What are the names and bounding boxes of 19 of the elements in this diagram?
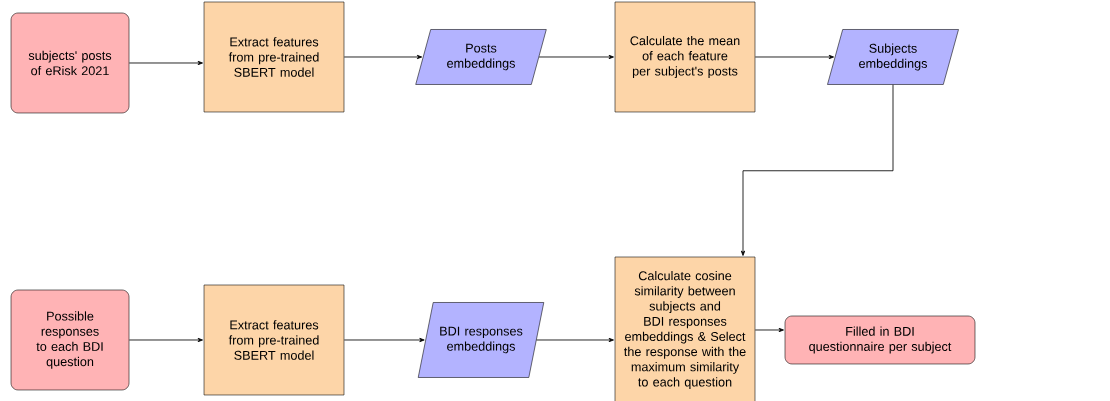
arrow: [536, 337, 614, 343]
arrow: [754, 54, 834, 60]
arrow: [128, 60, 203, 66]
arrow: [343, 337, 425, 343]
data-parallelogram: Subjects embeddings: [827, 29, 959, 85]
arrow: [754, 327, 784, 333]
process-box: Calculate the mean of each feature per subject's posts: [614, 1, 756, 113]
process-box: Extract features from pre-trained SBERT model: [203, 1, 345, 113]
data-parallelogram: BDI responses embeddings: [417, 302, 545, 378]
process-box: Calculate cosine similarity between subjects and BDI responses embeddings & Select the response with the maximum similarity to each question: [614, 256, 756, 401]
arrow: [740, 84, 894, 256]
arrow: [128, 337, 203, 343]
arrow: [538, 54, 614, 60]
process-box: Extract features from pre-trained SBERT model: [203, 284, 345, 396]
terminal-box: Filled in BDI questionnaire per subject: [784, 315, 976, 365]
data-parallelogram: Posts embeddings: [415, 29, 547, 85]
arrow: [343, 54, 423, 60]
terminal-box: Possible responses to each BDI question: [10, 289, 130, 391]
terminal-box: subjects' posts of eRisk 2021: [10, 12, 130, 114]
